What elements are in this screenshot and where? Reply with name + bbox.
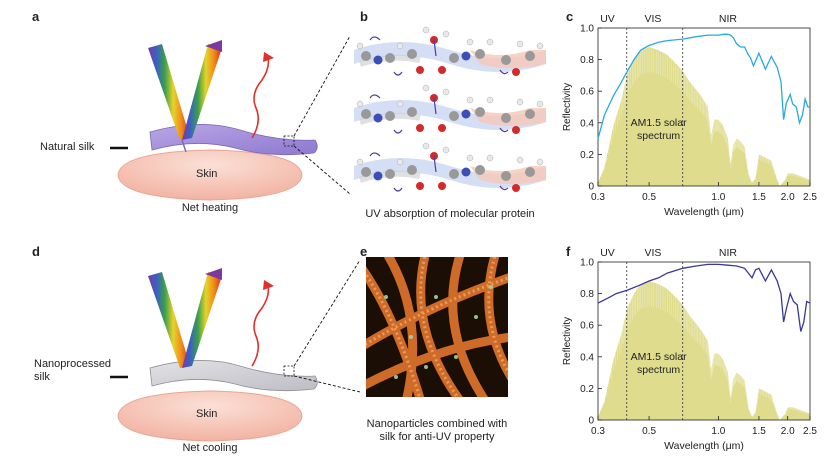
x-tick-label: 0.5 <box>642 426 656 437</box>
molecular-protein-illustration <box>350 26 550 210</box>
reflectivity-series-line <box>597 263 811 332</box>
chart-c-reflectivity: 0 0.2 0.4 0.6 0.8 1.0 0.3 0.5 1.0 1.5 2.0 2.5 UV VIS N… <box>562 13 817 218</box>
silk-layer <box>149 124 318 156</box>
y-tick-label: 0.2 <box>580 150 594 161</box>
x-axis-label: Wavelength (μm) <box>664 440 744 452</box>
y-tick-label: 0.4 <box>580 352 594 363</box>
caption-nanoparticles-line1: Nanoparticles combined with <box>366 418 508 430</box>
material-label-nanoprocessed: Nanoprocessed <box>34 358 112 370</box>
y-axis-label: Reflectivity <box>562 83 573 131</box>
incoming-sunlight-beam <box>148 272 190 368</box>
protein-chain-row <box>354 26 546 76</box>
y-tick-label: 0.4 <box>580 118 594 129</box>
area-label-line1: AM1.5 solar <box>631 351 688 363</box>
panel-letter-b: b <box>360 9 368 24</box>
reflected-sunlight-beam <box>182 272 222 368</box>
material-label-silk: silk <box>34 371 50 383</box>
region-label: VIS <box>645 247 662 259</box>
plot-frame <box>597 261 811 421</box>
panel-d-illustration <box>110 259 360 442</box>
absorbed-uv-arrow <box>181 139 187 153</box>
chart-f-reflectivity: 0 0.2 0.4 0.6 0.8 1.0 0.3 0.5 1.0 1.5 2.0 2.5 UV VIS N… <box>562 247 817 452</box>
panel-letter-d: d <box>32 244 40 259</box>
nanoparticle-fiber-illustration <box>366 257 508 397</box>
reflected-sunlight-beam <box>182 44 222 140</box>
y-tick-label: 1.0 <box>580 24 594 35</box>
area-label-line2: spectrum <box>637 364 680 376</box>
panel-letter-a: a <box>32 9 40 24</box>
panel-letter-f: f <box>566 244 571 259</box>
solar-spectrum-area <box>598 281 810 420</box>
thermal-emission-arrow <box>251 57 270 139</box>
y-tick-label: 0.8 <box>580 289 594 300</box>
x-tick-label: 2.0 <box>781 426 795 437</box>
nanoprocessed-silk-layer <box>149 360 318 392</box>
skin-label-d: Skin <box>196 408 218 420</box>
caption-nanoparticles-line2: silk for anti-UV property <box>379 431 495 443</box>
caption-uv-absorption: UV absorption of molecular protein <box>365 208 535 220</box>
x-tick-label: 2.0 <box>781 192 795 203</box>
skin-layer <box>117 149 303 201</box>
x-tick-label: 1.0 <box>711 426 725 437</box>
x-tick-label: 1.5 <box>752 192 766 203</box>
zoom-box <box>283 365 295 377</box>
x-tick-label: 1.5 <box>752 426 766 437</box>
panel-letter-c: c <box>566 9 574 24</box>
incoming-sunlight-beam <box>148 44 190 140</box>
skin-layer <box>117 390 303 442</box>
y-tick-label: 0.8 <box>580 55 594 66</box>
caption-net-heating: Net heating <box>181 202 239 214</box>
region-label: NIR <box>719 13 738 25</box>
x-tick-label: 0.5 <box>642 192 656 203</box>
panel-letter-e: e <box>360 244 368 259</box>
y-tick-label: 0 <box>588 416 594 427</box>
area-label-line1: AM1.5 solar <box>631 117 688 129</box>
x-tick-label: 0.3 <box>591 426 605 437</box>
y-tick-label: 0.6 <box>580 321 594 332</box>
region-label: NIR <box>719 247 738 259</box>
region-label: UV <box>600 247 615 259</box>
skin-label-a: Skin <box>196 168 218 180</box>
zoom-box <box>283 135 295 147</box>
caption-net-cooling: Net cooling <box>182 442 238 454</box>
material-label-natural-silk: Natural silk <box>40 141 95 153</box>
x-axis-label: Wavelength (μm) <box>664 206 744 218</box>
reflectivity-series-line <box>597 33 810 139</box>
area-label-line2: spectrum <box>637 130 680 142</box>
y-axis-label: Reflectivity <box>562 317 573 365</box>
region-label: VIS <box>645 13 662 25</box>
y-tick-label: 0.6 <box>580 87 594 98</box>
y-tick-label: 1.0 <box>580 258 594 269</box>
y-tick-label: 0 <box>588 182 594 193</box>
x-tick-label: 0.3 <box>591 192 605 203</box>
x-tick-label: 2.5 <box>803 192 817 203</box>
thermal-emission-arrow <box>251 285 270 367</box>
y-tick-label: 0.2 <box>580 384 594 395</box>
panel-a-illustration <box>110 35 351 201</box>
x-tick-label: 1.0 <box>711 192 725 203</box>
region-label: UV <box>600 13 615 25</box>
x-tick-label: 2.5 <box>803 426 817 437</box>
solar-spectrum-area <box>598 47 810 186</box>
